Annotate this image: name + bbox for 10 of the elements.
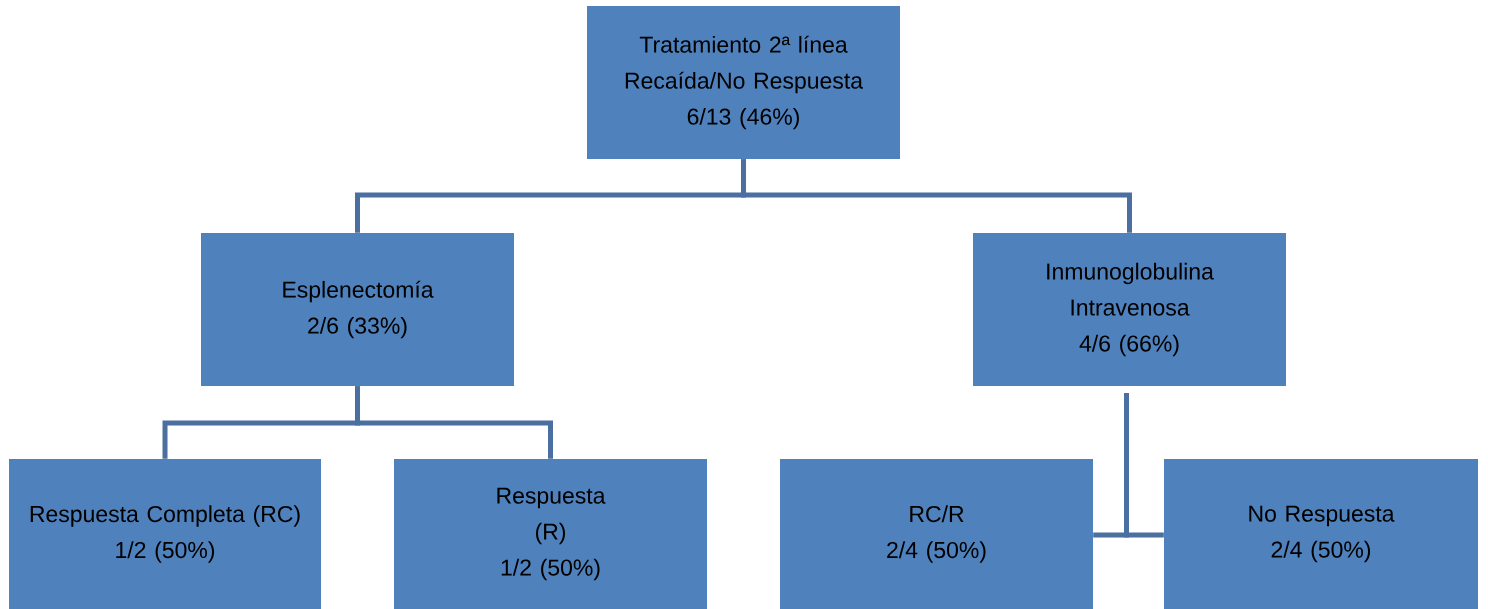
process-box: Esplenectomía 2/6 (33%) [201,233,514,386]
connector-line [1124,393,1164,538]
process-box: Respuesta (R) 1/2 (50%) [394,459,707,609]
process-box: Tratamiento 2ª línea Recaída/No Respuesta 6/13 (46%) [587,6,900,159]
process-box: No Respuesta 2/4 (50%) [1164,459,1478,609]
process-box: Respuesta Completa (RC) 1/2 (50%) [9,459,321,609]
process-box: RC/R 2/4 (50%) [780,459,1093,609]
process-box: Inmunoglobulina Intravenosa 4/6 (66%) [973,233,1286,386]
connector-line [355,386,553,459]
connector-line [741,159,1132,233]
